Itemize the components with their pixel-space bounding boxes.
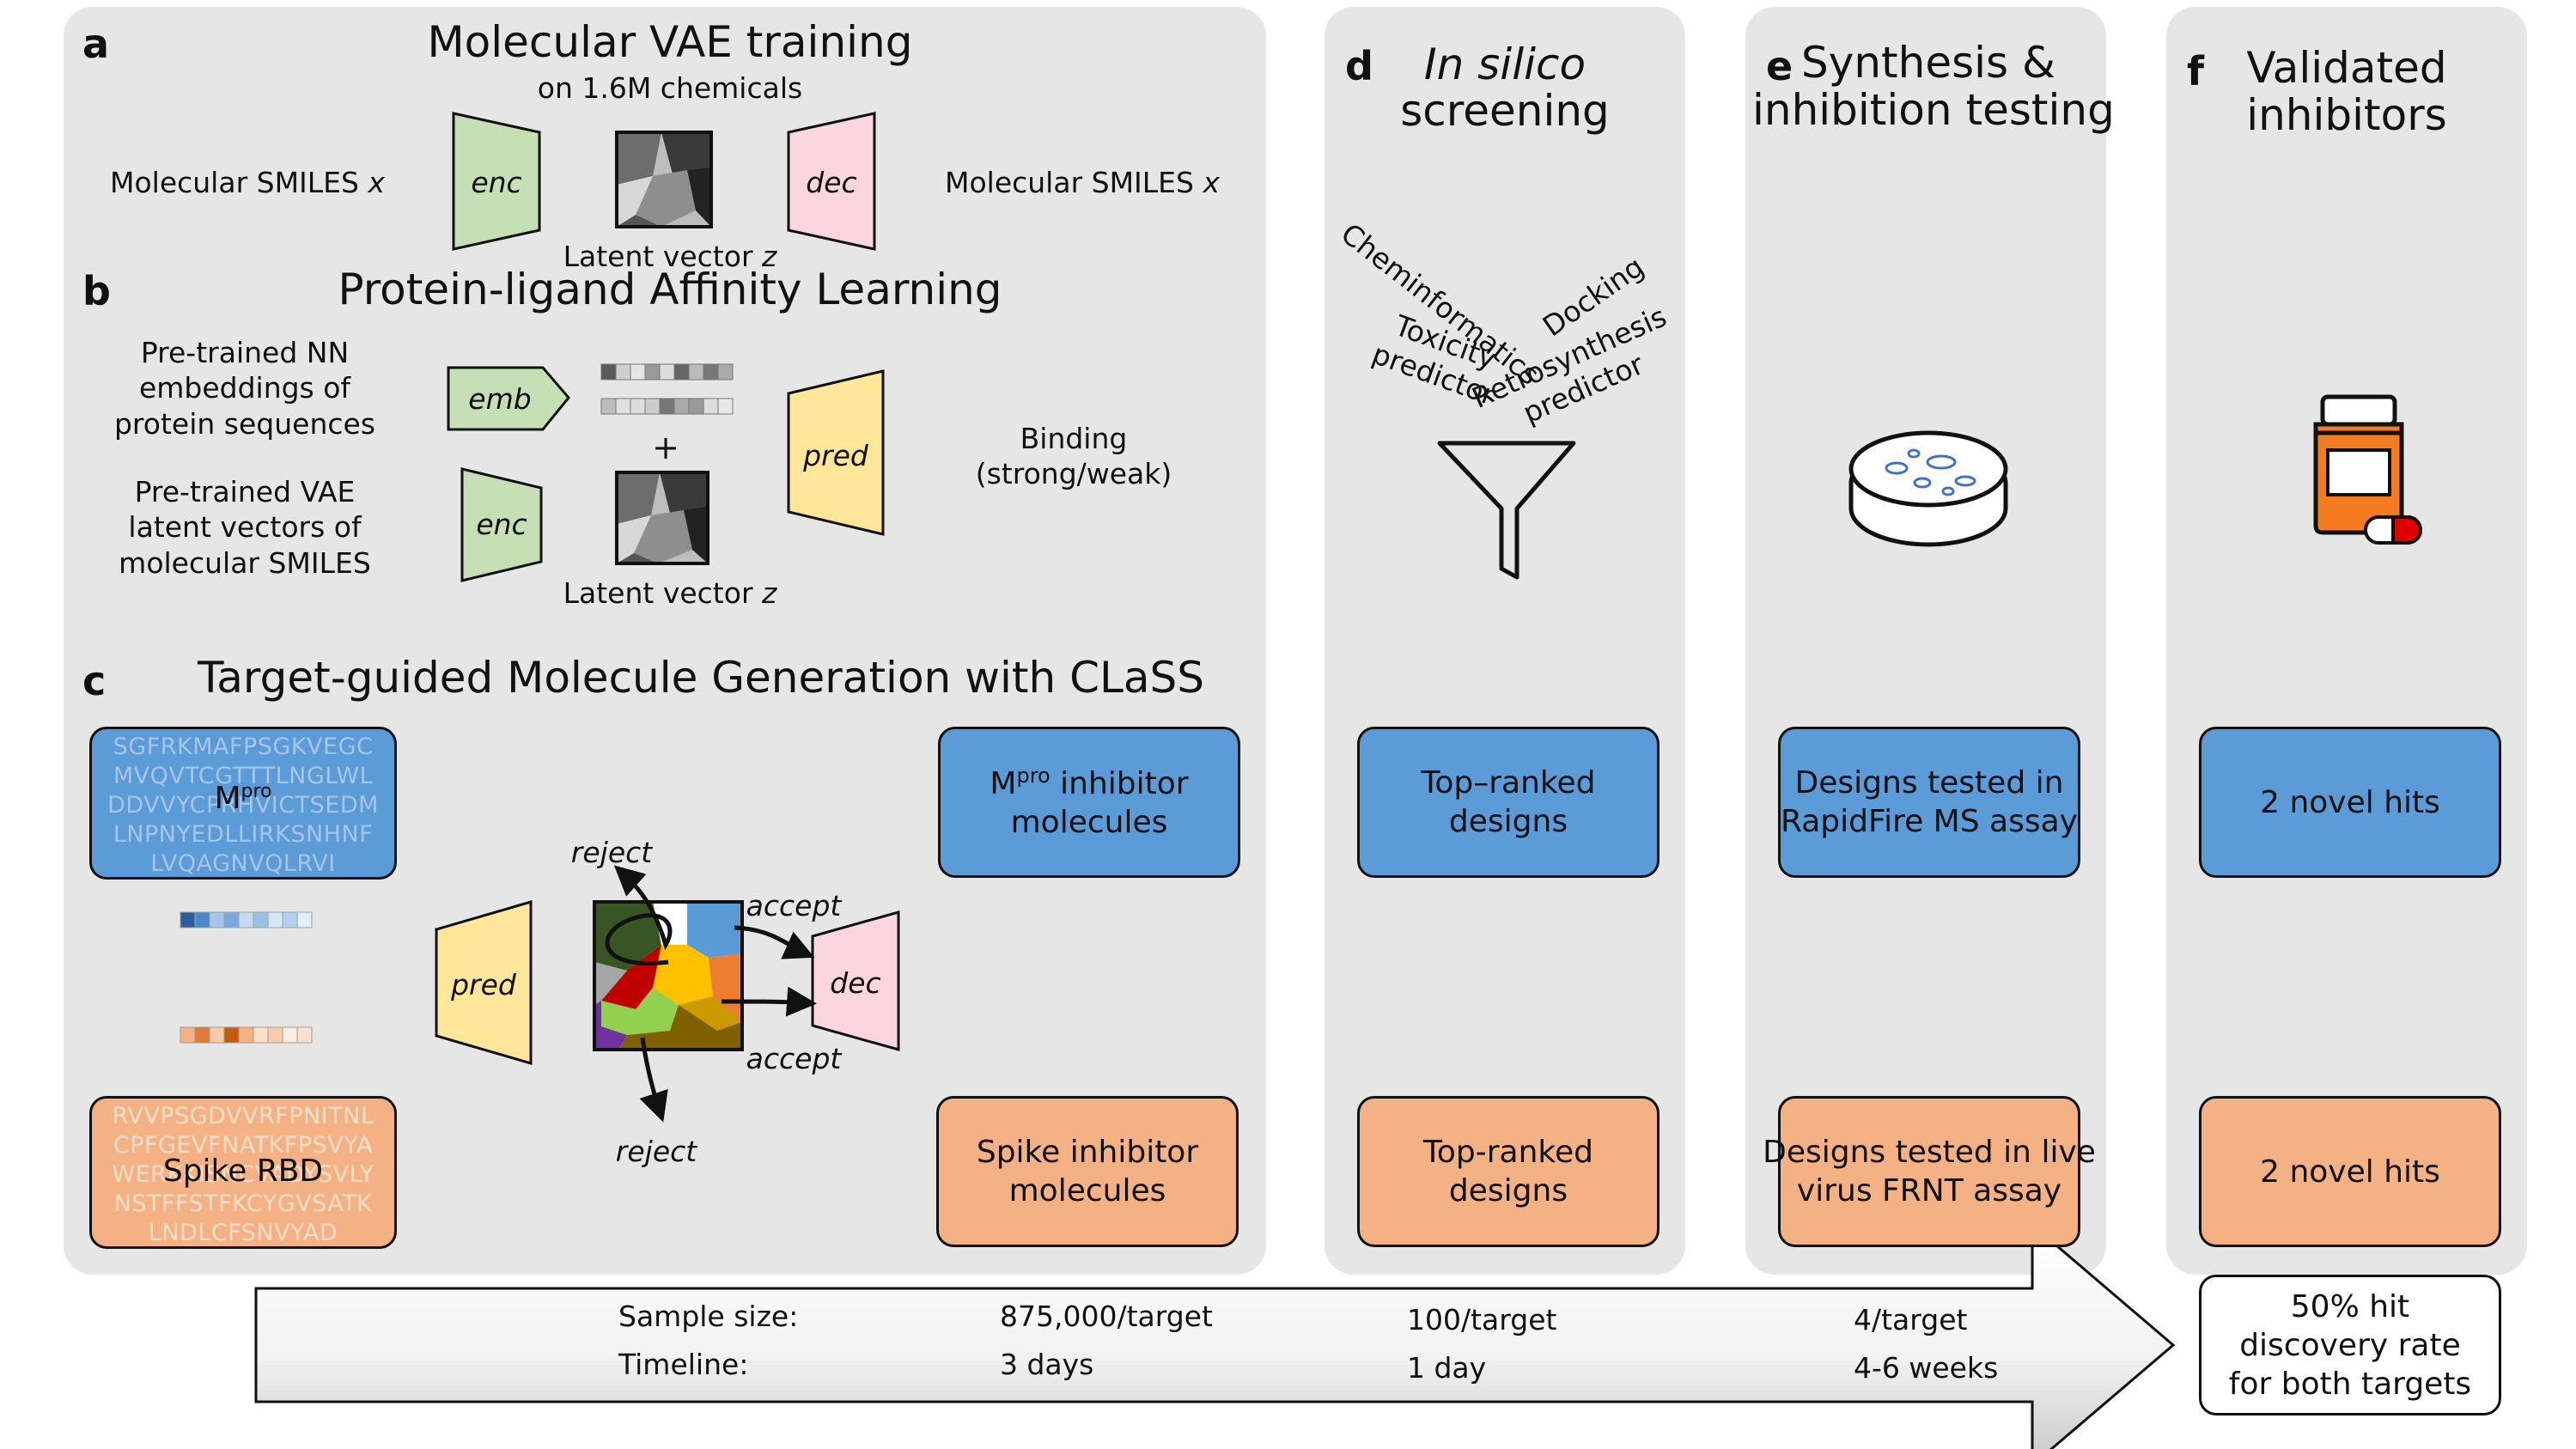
smiles-latent-label: Pre-trained VAE latent vectors of molecu… — [119, 475, 371, 580]
sample-size-generation: 875,000/target — [1000, 1300, 1213, 1333]
panel-letter-a: a — [82, 21, 110, 67]
panel-a-subtitle: on 1.6M chemicals — [537, 71, 803, 105]
panel-d-title-italic: In silico — [1423, 40, 1586, 89]
reject-path-up — [605, 865, 673, 965]
reject-path-down — [639, 1037, 668, 1123]
plus-sign: + — [652, 429, 679, 466]
mpro-name: Mpro — [214, 781, 272, 816]
vae-output-label: Molecular SMILES x — [944, 166, 1220, 199]
panel-e-title: Synthesis & inhibition testing — [1752, 38, 2115, 135]
panel-f-orange-box: 2 novel hits — [2199, 1096, 2501, 1247]
latent-space-image-a — [617, 132, 711, 227]
pill-bottle-icon — [2313, 394, 2422, 545]
panel-d — [1325, 7, 1685, 1275]
mpro-sequence: SGFRKMAFPSGKVEGC MVQVTCGTTTLNGLWL DDVVYC… — [107, 734, 379, 877]
panel-letter-f: f — [2187, 48, 2205, 94]
pred-label-b: pred — [803, 439, 868, 472]
panel-c-title: Target-guided Molecule Generation with C… — [198, 653, 1204, 703]
dec-label-a: dec — [806, 166, 857, 199]
latent-label-a: Latent vector z — [563, 240, 777, 273]
pred-trapezoid-c — [435, 900, 533, 1065]
panel-d-blue-box: Top–ranked designs — [1357, 727, 1659, 878]
panel-e-blue-box: Designs tested in RapidFire MS assay — [1778, 727, 2080, 878]
timeline-arrow — [254, 1221, 2176, 1449]
sample-size-label: Sample size: — [618, 1300, 799, 1333]
sample-size-screening: 100/target — [1407, 1303, 1557, 1336]
enc-label-b: enc — [476, 508, 527, 541]
petri-dish-icon — [1848, 430, 2008, 547]
reject-label-bottom: reject — [615, 1135, 697, 1168]
accept-label-bottom: accept — [746, 1042, 842, 1075]
panel-letter-e: e — [1766, 43, 1793, 89]
panel-d-title: screening — [1400, 86, 1610, 136]
vae-input-label: Molecular SMILES x — [109, 166, 385, 199]
enc-trapezoid-a — [452, 112, 541, 251]
mpro-inhibitor-box: Mpro inhibitor molecules — [938, 727, 1240, 878]
embedding-bar-2 — [600, 398, 734, 415]
accept-path-bottom — [721, 986, 817, 1017]
timeline-label: Timeline: — [618, 1348, 749, 1381]
mpro-embedding-bar — [180, 911, 313, 928]
timeline-generation: 3 days — [1000, 1348, 1094, 1381]
pred-label-c: pred — [451, 968, 516, 1002]
spike-sequence-box: RVVPSGDVVRFPNITNL CPFGEVFNATKFPSVYA WERK… — [89, 1096, 397, 1249]
spike-inhibitor-box: Spike inhibitor molecules — [936, 1096, 1239, 1247]
dec-label-c: dec — [830, 966, 881, 1000]
accept-path-top — [734, 925, 815, 959]
accept-label-top: accept — [746, 889, 842, 922]
panel-e — [1745, 7, 2106, 1275]
panel-letter-b: b — [82, 268, 111, 314]
panel-d-orange-box: Top-ranked designs — [1357, 1096, 1659, 1247]
panel-f-title: Validated inhibitors — [2246, 43, 2447, 140]
panel-f — [2166, 7, 2527, 1275]
latent-label-b: Latent vector z — [563, 576, 777, 610]
sample-size-testing: 4/target — [1854, 1303, 1968, 1336]
dec-trapezoid-a — [787, 112, 876, 251]
emb-label: emb — [468, 382, 532, 416]
funnel-icon — [1437, 441, 1576, 580]
spike-name: Spike RBD — [162, 1154, 324, 1189]
enc-label-a: enc — [471, 166, 522, 199]
panel-e-orange-box: Designs tested in live virus FRNT assay — [1763, 1096, 2096, 1247]
reject-label-top: reject — [570, 836, 653, 869]
panel-b-title: Protein-ligand Affinity Learning — [338, 265, 1002, 314]
panel-letter-c: c — [82, 658, 107, 704]
timeline-screening: 1 day — [1407, 1351, 1487, 1385]
spike-embedding-bar — [180, 1026, 313, 1044]
latent-space-image-b — [617, 472, 708, 563]
protein-embedding-label: Pre-trained NN embeddings of protein seq… — [113, 336, 375, 441]
panel-letter-d: d — [1345, 43, 1373, 89]
panel-a-title: Molecular VAE training — [427, 17, 913, 67]
timeline-testing: 4-6 weeks — [1854, 1351, 1999, 1385]
enc-trapezoid-b — [460, 467, 543, 582]
pred-trapezoid-b — [787, 369, 885, 536]
panel-f-blue-box: 2 novel hits — [2199, 727, 2501, 878]
emb-pentagon — [447, 366, 570, 431]
embedding-bar-1 — [600, 363, 734, 381]
result-box: 50% hit discovery rate for both targets — [2199, 1275, 2501, 1416]
mpro-sequence-box: SGFRKMAFPSGKVEGC MVQVTCGTTTLNGLWL DDVVYC… — [89, 727, 397, 880]
spike-sequence: RVVPSGDVVRFPNITNL CPFGEVFNATKFPSVYA WERK… — [112, 1103, 375, 1246]
binding-output-label: Binding (strong/weak) — [975, 422, 1172, 491]
